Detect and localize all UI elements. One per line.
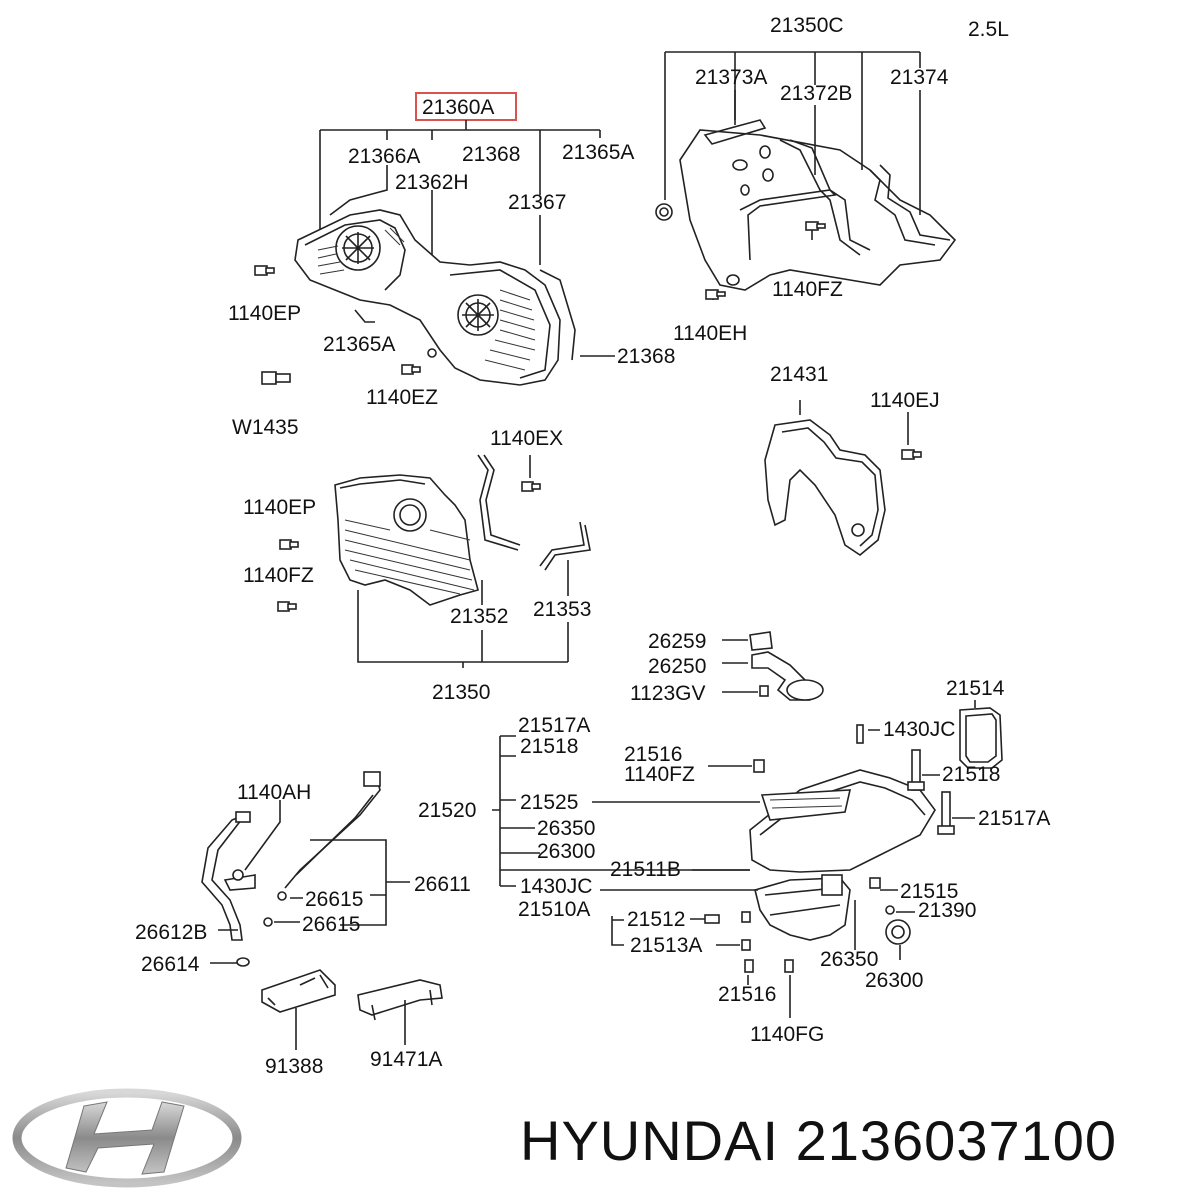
oil-pickup	[722, 631, 824, 701]
label-26250: 26250	[648, 655, 706, 678]
label-21366A: 21366A	[348, 145, 420, 168]
label-21516-lower: 21516	[718, 983, 776, 1006]
label-26259: 26259	[648, 630, 706, 653]
label-21516-upper: 21516	[624, 743, 682, 766]
label-21517A-right: 21517A	[978, 807, 1050, 830]
bolt-W1435	[261, 371, 291, 385]
bolt-1140EP-lower	[279, 539, 299, 550]
label-26300-right: 26300	[865, 969, 923, 992]
rear-cover-assembly	[655, 119, 957, 291]
label-21373A: 21373A	[695, 66, 767, 89]
label-26615-lower: 26615	[302, 913, 360, 936]
label-21514: 21514	[946, 677, 1005, 700]
bolt-1140FZ-mid	[277, 601, 297, 612]
label-21512: 21512	[627, 908, 685, 931]
label-91388: 91388	[265, 1055, 323, 1078]
label-21520: 21520	[418, 799, 476, 822]
label-1123GV: 1123GV	[630, 682, 706, 705]
label-1140FZ-mid: 1140FZ	[243, 564, 314, 587]
label-1140AH: 1140AH	[237, 781, 311, 804]
label-1430JC-lower: 1430JC	[520, 875, 592, 898]
label-21350C: 21350C	[770, 14, 844, 37]
lower-cover-leaders	[357, 455, 569, 668]
label-1140FG: 1140FG	[750, 1023, 824, 1046]
label-21511B: 21511B	[610, 858, 681, 881]
label-1140EZ: 1140EZ	[366, 386, 438, 409]
label-21352: 21352	[450, 605, 508, 628]
dipstick-leaders	[210, 800, 410, 964]
label-21350: 21350	[432, 681, 490, 704]
label-21525: 21525	[520, 791, 578, 814]
label-21368-upper: 21368	[462, 143, 520, 166]
guide-91388	[261, 969, 336, 1050]
label-1140EX: 1140EX	[490, 427, 563, 450]
brand-name: HYUNDAI	[520, 1109, 780, 1172]
oil-pan-leaders	[492, 700, 976, 1018]
upper-cover-leaders	[319, 120, 615, 357]
bolt-1140FZ-upper	[805, 221, 826, 231]
gasket-21431	[764, 400, 886, 556]
label-21431: 21431	[770, 363, 828, 386]
label-21367: 21367	[508, 191, 566, 214]
label-21372B: 21372B	[780, 82, 852, 105]
oil-pan-assembly	[704, 707, 1003, 973]
label-26614: 26614	[141, 953, 200, 976]
part-number[interactable]: 2136037100	[795, 1109, 1118, 1172]
label-1140EH: 1140EH	[673, 322, 747, 345]
label-21518-right: 21518	[942, 763, 1000, 786]
label-21362H: 21362H	[395, 171, 469, 194]
label-1430JC-upper: 1430JC	[883, 718, 955, 741]
label-1140EP-lower: 1140EP	[243, 496, 316, 519]
label-26350-right: 26350	[820, 948, 878, 971]
label-1140EP-upper: 1140EP	[228, 302, 301, 325]
label-26300-left: 26300	[537, 840, 595, 863]
dipstick-assembly	[201, 771, 381, 967]
bolt-1140EP-upper	[254, 265, 275, 276]
label-26611: 26611	[414, 873, 471, 896]
label-91471A: 91471A	[370, 1048, 442, 1071]
label-21517A-upper: 21517A	[518, 714, 590, 737]
label-21513A: 21513A	[630, 934, 702, 957]
label-21365A-lower: 21365A	[323, 333, 395, 356]
bolt-1140EX	[521, 481, 541, 492]
label-21515: 21515	[900, 880, 958, 903]
label-1140EJ: 1140EJ	[870, 389, 940, 412]
lower-timing-cover	[334, 454, 591, 606]
label-21390: 21390	[918, 899, 976, 922]
bolt-1140EH	[705, 289, 726, 300]
label-1140FZ-lower: 1140FZ	[624, 763, 695, 786]
label-W1435: W1435	[232, 416, 299, 439]
label-21368-lower: 21368	[617, 345, 675, 368]
guide-91471A	[357, 979, 443, 1045]
label-21360A[interactable]: 21360A	[422, 96, 494, 119]
rear-cover-leaders	[664, 51, 921, 300]
label-21374: 21374	[890, 66, 949, 89]
bolt-1140EZ	[401, 364, 421, 375]
label-21365A-upper: 21365A	[562, 141, 634, 164]
label-26612B: 26612B	[135, 921, 207, 944]
footer-part-title: HYUNDAI 2136037100	[520, 1108, 1180, 1173]
timing-belt-cover	[294, 209, 576, 386]
label-26350-left: 26350	[537, 817, 595, 840]
bolt-1140EJ	[901, 449, 922, 460]
label-1140FZ-upper: 1140FZ	[772, 278, 843, 301]
label-21518-left: 21518	[520, 735, 578, 758]
label-26615-upper: 26615	[305, 888, 363, 911]
engine-size-label: 2.5L	[968, 18, 1009, 41]
hyundai-logo	[12, 1088, 242, 1188]
label-21510A: 21510A	[518, 898, 590, 921]
label-21353: 21353	[533, 598, 591, 621]
